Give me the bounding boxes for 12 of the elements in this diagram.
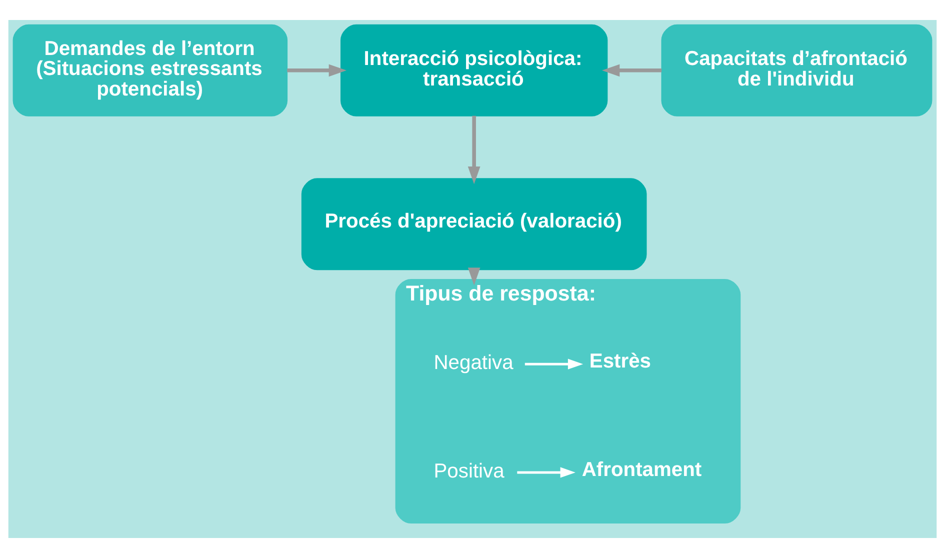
node-box: Demandes de l’entorn (Situacions estressants potencials) [12,24,288,116]
node-text: Estrès [589,350,652,373]
node-text: Positiva [434,460,504,482]
arrow [468,116,480,184]
arrow [524,358,584,370]
arrow [287,64,347,77]
node-text: Negativa [434,352,514,374]
node-box: Capacitats d’afrontació de l'individu [661,24,932,116]
arrow [517,467,576,478]
node-text: Afrontament [582,458,702,481]
arrow [602,64,662,77]
node-box: Interacció psicològica: transacció [340,24,608,116]
